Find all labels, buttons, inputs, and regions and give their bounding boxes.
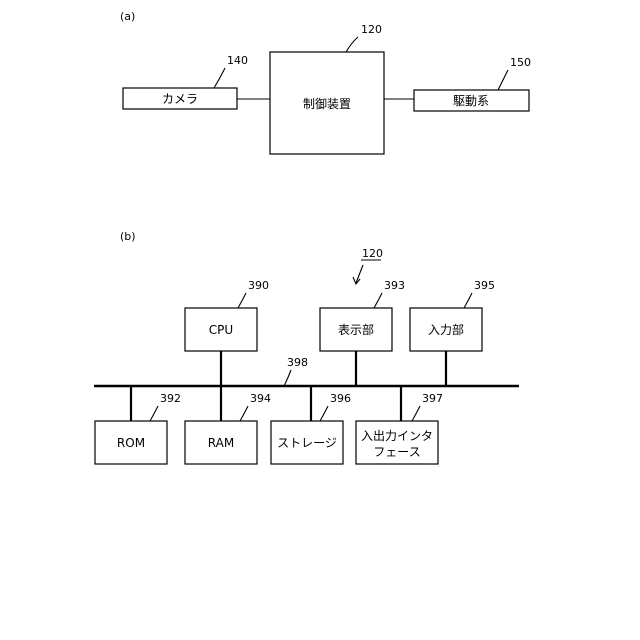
io-interface-leader — [412, 406, 420, 421]
cpu-ref: 390 — [248, 279, 269, 292]
control-device-ref: 120 — [361, 23, 382, 36]
drive-system-ref: 150 — [510, 56, 531, 69]
storage-ref: 396 — [330, 392, 351, 405]
cpu-leader — [238, 293, 246, 308]
display-label: 表示部 — [338, 322, 374, 337]
rom-ref: 392 — [160, 392, 181, 405]
ram-label: RAM — [208, 436, 234, 450]
input-leader — [464, 293, 472, 308]
control-device-label: 制御装置 — [303, 96, 351, 111]
camera-ref: 140 — [227, 54, 248, 67]
overall-ref: 120 — [362, 247, 383, 260]
panel-a-label: (a) — [120, 10, 135, 23]
rom-leader — [150, 406, 158, 421]
display-ref: 393 — [384, 279, 405, 292]
io-interface-ref: 397 — [422, 392, 443, 405]
panel-b-label: (b) — [120, 230, 136, 243]
storage-leader — [320, 406, 328, 421]
control-device-leader — [346, 37, 358, 52]
ram-ref: 394 — [250, 392, 271, 405]
bus-ref: 398 — [287, 356, 308, 369]
camera-label: カメラ — [162, 92, 198, 106]
drive-system-leader — [498, 70, 508, 90]
input-ref: 395 — [474, 279, 495, 292]
ram-leader — [240, 406, 248, 421]
io-interface-label-line1: 入出力インタ — [361, 429, 433, 443]
camera-leader — [214, 68, 225, 88]
display-leader — [374, 293, 382, 308]
storage-label: ストレージ — [277, 436, 337, 450]
bus-leader — [284, 370, 291, 386]
drive-system-label: 駆動系 — [453, 94, 489, 108]
cpu-label: CPU — [209, 323, 233, 337]
rom-label: ROM — [117, 436, 145, 450]
io-interface-label-line2: フェース — [373, 445, 420, 459]
input-label: 入力部 — [428, 322, 464, 337]
